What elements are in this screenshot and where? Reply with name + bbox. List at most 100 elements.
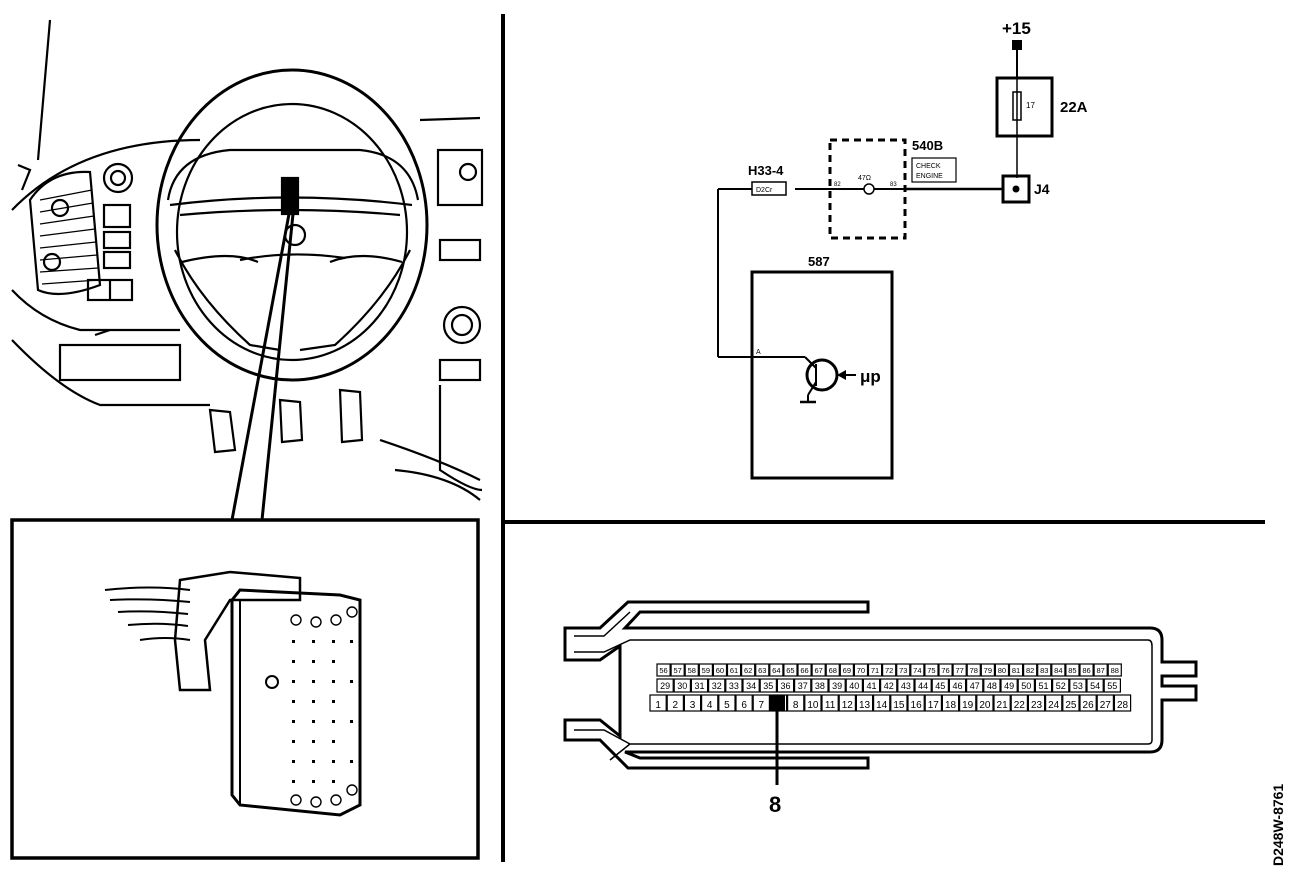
pin-cell — [966, 663, 981, 677]
pin-label: 75 — [927, 666, 935, 675]
pin-cell — [821, 694, 839, 712]
pin-cell — [994, 663, 1010, 677]
pin-label: 53 — [1073, 681, 1083, 691]
pin-cell — [1000, 678, 1018, 693]
pin-label: 14 — [876, 700, 888, 711]
pin-cell — [1113, 694, 1132, 712]
pin-cell — [725, 678, 743, 693]
pin-cell — [881, 663, 897, 677]
pin-label: 71 — [871, 666, 879, 675]
pin-label: 68 — [829, 666, 837, 675]
pin-cell — [958, 694, 977, 712]
pin-label: 74 — [913, 666, 921, 675]
pin-label: 21 — [997, 700, 1009, 711]
pin-cell — [811, 678, 829, 693]
pin-cell — [1010, 694, 1029, 712]
pin-label: 36 — [780, 681, 790, 691]
pin-label: 66 — [800, 666, 808, 675]
pin-label: 18 — [945, 700, 957, 711]
pin-cell — [776, 678, 795, 693]
pin-label: 51 — [1038, 681, 1048, 691]
supply-terminal — [1012, 40, 1022, 50]
pointer-label: 8 — [769, 792, 781, 817]
pin-label: 83 — [1040, 666, 1048, 675]
pin-label: 50 — [1021, 681, 1031, 691]
pin-label: 20 — [979, 700, 991, 711]
pin-label: 46 — [952, 681, 962, 691]
pin-label: 72 — [885, 666, 893, 675]
pin-label: 28 — [1117, 700, 1129, 711]
pin-cell — [656, 678, 674, 693]
pin-cell — [712, 663, 728, 677]
pin-label: 87 — [1096, 666, 1104, 675]
pin-label: 62 — [744, 666, 752, 675]
pin-cell — [924, 694, 943, 712]
fuse-number: 17 — [1026, 101, 1035, 110]
pin-cell — [1065, 663, 1080, 677]
pin-cell — [1044, 694, 1063, 712]
pin-cell — [707, 678, 726, 693]
pin-cell — [872, 694, 891, 712]
module-ref: 587 — [808, 254, 830, 269]
panel-dividers — [501, 14, 1265, 862]
pin-label: 64 — [772, 666, 780, 675]
pin-cell — [1062, 694, 1080, 712]
pin-label: 19 — [962, 700, 974, 711]
lamp-rating: 47Ω — [858, 175, 871, 182]
pin-label: 59 — [702, 666, 710, 675]
pin-label: 86 — [1082, 666, 1090, 675]
pin-cell — [649, 694, 667, 712]
pin-cell — [684, 663, 699, 677]
pin-cell — [853, 663, 869, 677]
pin-label: 6 — [741, 700, 747, 711]
pin-cell — [993, 694, 1011, 712]
circuit-schematic: +15 17 22A J4 540B CHECK ENGINE 47Ω 82 8… — [717, 19, 1088, 480]
pin-label: 40 — [849, 681, 859, 691]
pin-cell — [804, 694, 822, 712]
junction-label: J4 — [1034, 181, 1050, 197]
pin-cell — [1093, 663, 1108, 677]
pin-cell — [897, 678, 915, 693]
pin-cell — [983, 678, 1001, 693]
pin-cell — [1079, 663, 1094, 677]
pin-label: 65 — [786, 666, 794, 675]
pin-label: 58 — [688, 666, 696, 675]
pin-label: 3 — [690, 700, 696, 711]
pin-label: 38 — [815, 681, 825, 691]
pin-cell — [755, 663, 770, 677]
pin-label: 49 — [1004, 681, 1014, 691]
pin-cell — [839, 663, 854, 677]
pin-label: 37 — [798, 681, 808, 691]
pin-label: 67 — [814, 666, 822, 675]
pin-label: 11 — [825, 700, 836, 711]
junction-dot — [1012, 185, 1020, 193]
pin-cell — [1037, 663, 1052, 677]
lamp-caption-box — [911, 157, 957, 183]
pin-cell — [718, 694, 736, 712]
pin-cell — [907, 694, 925, 712]
fuse-box — [995, 76, 1054, 138]
pin-cell — [1027, 694, 1046, 712]
pin-cell — [670, 663, 685, 677]
pin-label: 22 — [1014, 700, 1026, 711]
pin-label: 61 — [730, 666, 738, 675]
steering-wheel — [155, 68, 429, 382]
lamp-caption-line1: CHECK — [916, 163, 941, 170]
pin-label: 45 — [935, 681, 945, 691]
pin-cell — [910, 663, 925, 677]
pin-label: 78 — [970, 666, 978, 675]
pin-cell — [980, 663, 995, 677]
lamp-pin-right: 83 — [890, 182, 897, 188]
pin-cell — [1008, 663, 1024, 677]
pin-cell — [976, 694, 994, 712]
pin-label: 39 — [832, 681, 842, 691]
pin-cell — [735, 694, 753, 712]
supply-label: +15 — [1002, 19, 1031, 38]
arrow-icon — [837, 370, 846, 380]
pin-label: 42 — [884, 681, 894, 691]
pin-label: 43 — [901, 681, 911, 691]
